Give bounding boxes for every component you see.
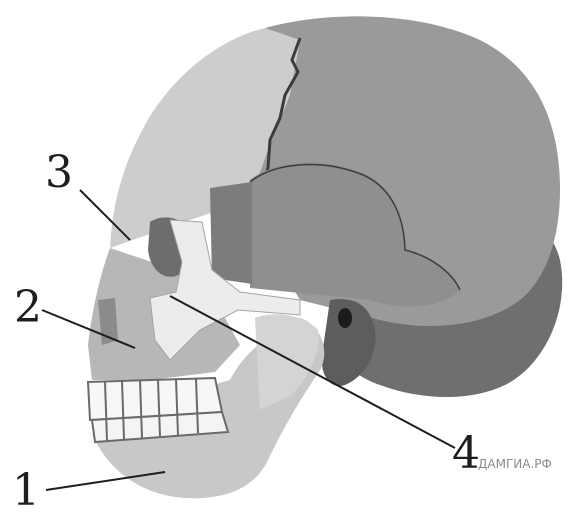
callout-1: 1 [12,465,40,516]
watermark: ДАМГИА.РФ [478,457,552,471]
mandible-ramus [255,314,319,410]
sphenoid-bone [210,182,252,284]
callout-3: 3 [45,147,73,198]
external-ear-canal [338,308,352,328]
callout-4: 4 [452,428,480,479]
callout-2: 2 [14,282,42,333]
teeth [88,378,228,442]
